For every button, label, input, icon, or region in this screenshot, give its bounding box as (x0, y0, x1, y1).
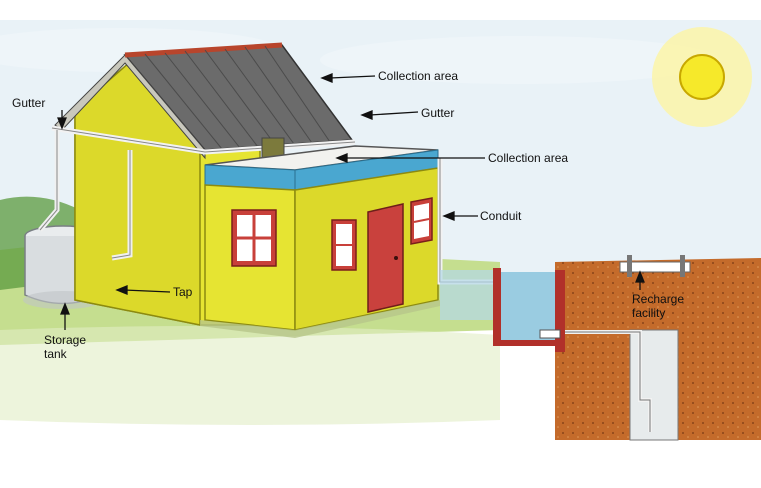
label-gutter-right: Gutter (421, 106, 454, 120)
label-storage-tank: Storage tank (44, 333, 86, 361)
label-collection-area-terrace: Collection area (488, 151, 568, 165)
label-recharge-line2: facility (632, 306, 684, 320)
front-house (200, 146, 440, 338)
label-tap: Tap (173, 285, 192, 299)
label-conduit: Conduit (480, 209, 521, 223)
label-collection-area-roof: Collection area (378, 69, 458, 83)
label-gutter-left: Gutter (12, 96, 45, 110)
label-storage-tank-line2: tank (44, 347, 86, 361)
label-storage-tank-line1: Storage (44, 333, 86, 347)
label-recharge-line1: Recharge (632, 292, 684, 306)
sun-icon (652, 27, 752, 127)
label-recharge-facility: Recharge facility (632, 292, 684, 320)
